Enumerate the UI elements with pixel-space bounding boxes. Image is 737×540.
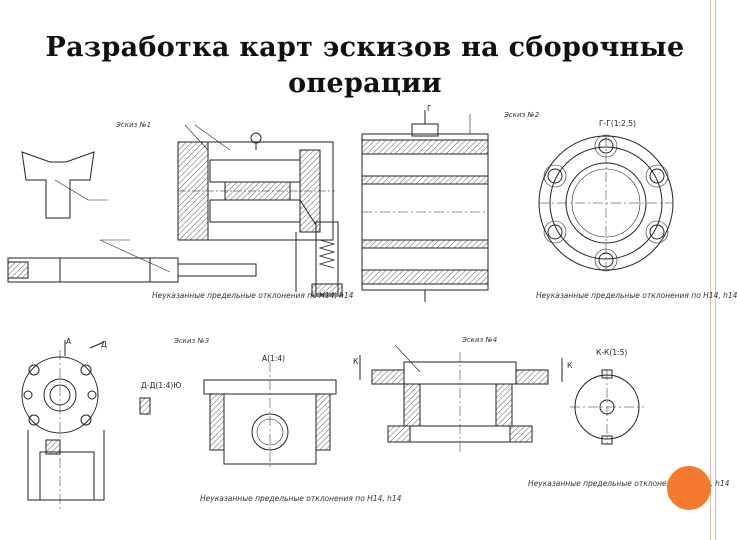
sketch-3-view-a-label: А(1:4): [262, 354, 286, 363]
sketch-1-note: Неуказанные предельные отклонения по H14…: [152, 291, 354, 300]
sketch-2-view-label: Г-Г(1:2,5): [599, 119, 636, 128]
slide-border-decoration: [710, 0, 716, 540]
sketch-4-mark-k-right: К: [567, 361, 573, 370]
slide: Разработка карт эскизов на сборочные опе…: [7, 0, 737, 540]
sketch-3-label: Эскиз №3: [174, 337, 210, 345]
orange-circle-decoration: [667, 466, 711, 510]
sketch-3-note: Неуказанные предельные отклонения по H14…: [200, 494, 402, 503]
sketch-2-drawing: [361, 110, 674, 302]
sketch-3-mark-a: А: [66, 337, 72, 346]
sketch-2-note: Неуказанные предельные отклонения по H14…: [536, 291, 737, 300]
sketch-4-note: Неуказанные предельные отклонения по H14…: [528, 479, 730, 488]
sketch-4-mark-k-left: К: [353, 357, 359, 366]
sketch-4-label: Эскиз №4: [462, 336, 498, 344]
sketch-3-drawing: [21, 340, 337, 510]
sketch-4-view-label: К-К(1:5): [596, 348, 628, 357]
sketch-4-drawing: [359, 344, 644, 452]
sketch-2-section-mark: Г: [427, 104, 432, 113]
sketch-2-label: Эскиз №2: [504, 111, 540, 119]
slide-title: Разработка карт эскизов на сборочные опе…: [45, 32, 685, 99]
sketch-1-drawing: [7, 124, 343, 297]
sketch-3-view-d-label: Д-Д(1:4)Ю: [141, 381, 182, 390]
sketch-1-label: Эскиз №1: [116, 121, 152, 129]
assembly-sketches-drawing: [7, 110, 674, 510]
sketch-3-mark-d: Д: [101, 340, 107, 349]
